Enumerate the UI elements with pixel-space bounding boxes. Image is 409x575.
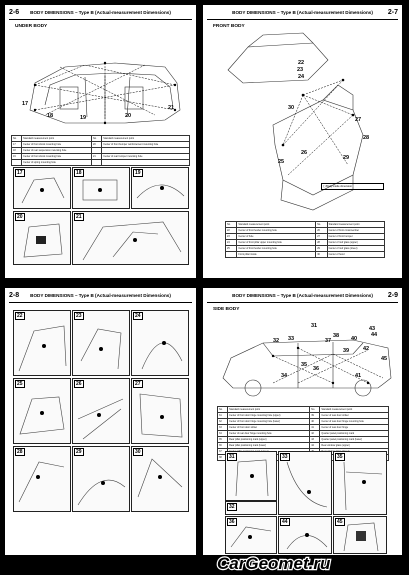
diagram-label: 38 (333, 333, 340, 339)
page-number: 2-9 (387, 292, 398, 299)
diagram-label: 37 (325, 338, 332, 344)
page-header-title: BODY DIMENSIONS – Type B (Actual-measure… (232, 10, 373, 15)
diagram-label: 43 (369, 326, 376, 332)
photo-cell: 28 (13, 446, 71, 512)
page-header: 2-6 BODY DIMENSIONS – Type B (Actual-mea… (9, 9, 192, 20)
photo-cell: 26 (72, 378, 130, 444)
diagram-label: 21 (168, 105, 175, 111)
logo-graphic: CarGeomet.ru (216, 553, 332, 573)
photo-cell: 33 (278, 451, 332, 515)
diagram-label: 25 (278, 159, 285, 165)
diagram-label: 34 (281, 373, 288, 379)
manual-page-2-6: 2-6 BODY DIMENSIONS – Type B (Actual-mea… (5, 5, 196, 278)
diagram-label: 42 (363, 346, 370, 352)
diagram-label: 26 (301, 150, 308, 156)
photo-cell: 29 (72, 446, 130, 512)
page-header: 2-8 BODY DIMENSIONS – Type B (Actual-mea… (9, 292, 192, 303)
page-number: 2-6 (9, 9, 20, 16)
page-number: 2-7 (387, 9, 398, 16)
diagram-note: ( ) Body inside dimension (321, 183, 384, 190)
photo-cell: 20 (13, 211, 71, 265)
section-title: FRONT BODY (213, 24, 245, 29)
page-header-title: BODY DIMENSIONS – Type B (Actual-measure… (30, 293, 171, 298)
diagram-label: 30 (288, 105, 295, 111)
photo-cell: 22 (13, 310, 71, 376)
page-header-title: BODY DIMENSIONS – Type B (Actual-measure… (30, 10, 171, 15)
photo-cell: 19 (131, 167, 189, 209)
photo-cell: 25 (13, 378, 71, 444)
diagram-label: 24 (298, 74, 305, 80)
diagram-label: 33 (288, 336, 295, 342)
diagram-label: 28 (363, 135, 370, 141)
photo-cell: 18 (72, 167, 130, 209)
photo-cell: 32 (225, 501, 277, 515)
page-header: 2-9 BODY DIMENSIONS – Type B (Actual-mea… (207, 292, 398, 303)
page-number: 2-8 (9, 292, 20, 299)
manual-page-2-7: 2-7 BODY DIMENSIONS – Type B (Actual-mea… (203, 5, 402, 278)
manual-page-2-9: 2-9 BODY DIMENSIONS – Type B (Actual-mea… (203, 288, 402, 555)
photo-cell: 36 (225, 516, 277, 554)
photo-cell: 44 (278, 516, 332, 554)
diagram-label: 44 (371, 332, 378, 338)
diagram-label: 22 (298, 60, 305, 66)
diagram-label: 32 (273, 338, 280, 344)
diagram-label: 45 (381, 356, 388, 362)
photo-cell: 24 (131, 310, 189, 376)
page-header-title: BODY DIMENSIONS – Type B (Actual-measure… (232, 293, 373, 298)
photo-cell: 35 (333, 451, 387, 515)
diagram-label: 39 (343, 348, 350, 354)
diagram-label: 17 (22, 101, 29, 107)
diagram-label: 31 (311, 323, 318, 329)
page-header: 2-7 BODY DIMENSIONS – Type B (Actual-mea… (207, 9, 398, 20)
diagram-label: 40 (351, 336, 358, 342)
photo-cell: 31 (225, 451, 277, 501)
watermark-logo: CarGeomet.ru (215, 553, 405, 573)
under-body-diagram (29, 61, 181, 125)
diagram-label: 41 (355, 373, 362, 379)
photo-cell: 21 (72, 211, 189, 265)
diagram-label: 23 (297, 67, 304, 73)
diagram-label: 27 (355, 117, 362, 123)
diagram-label: 18 (47, 113, 54, 119)
diagram-label: 19 (80, 115, 87, 121)
diagram-label: 20 (125, 113, 132, 119)
side-body-diagram (222, 339, 392, 397)
section-title: SIDE BODY (213, 307, 240, 312)
photo-cell: 30 (131, 446, 189, 512)
watermark-text: CarGeomet.ru (217, 554, 331, 573)
section-title: UNDER BODY (15, 24, 48, 29)
manual-page-2-8: 2-8 BODY DIMENSIONS – Type B (Actual-mea… (5, 288, 196, 555)
photo-cell: 17 (13, 167, 71, 209)
diagram-label: 35 (301, 362, 308, 368)
photo-cell: 27 (131, 378, 189, 444)
front-body-diagram (227, 32, 364, 211)
photo-cell: 23 (72, 310, 130, 376)
diagram-label: 36 (313, 366, 320, 372)
photo-cell: 45 (333, 516, 387, 554)
diagram-label: 29 (343, 155, 350, 161)
